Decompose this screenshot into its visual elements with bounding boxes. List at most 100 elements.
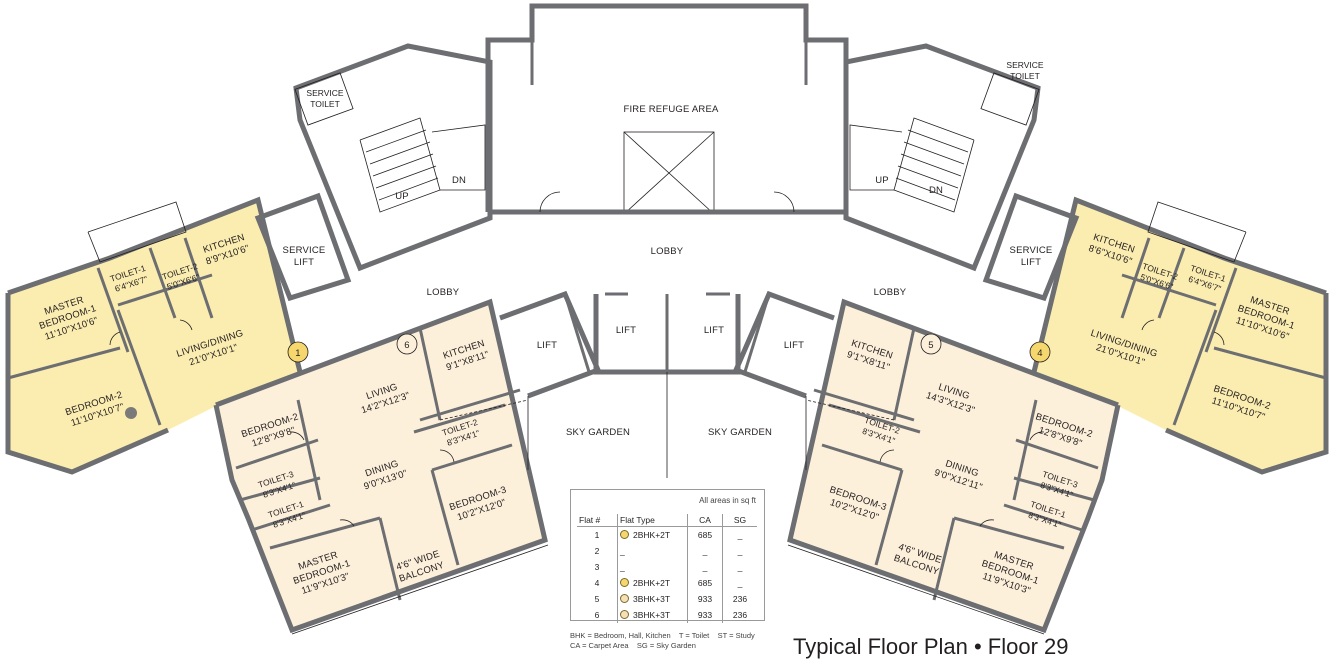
legend-carpet-area: _ (687, 559, 723, 575)
legend-flat-type: 3BHK+3T (617, 607, 688, 623)
flat-6-walls (213, 298, 548, 634)
right-stair-tread-2 (903, 141, 965, 165)
sky-garden-left-label: SKY GARDEN (566, 427, 630, 438)
flat-6-partition-b (235, 438, 319, 470)
right-stair-tread-5 (895, 177, 956, 201)
flat-1-partition-b (116, 309, 162, 426)
flat-5-partition-k (813, 388, 915, 422)
legend-flat-number-text: 3 (594, 562, 600, 572)
legend-flat-number-text: 1 (594, 530, 600, 540)
service-lift-left-l1: SERVICE (283, 245, 326, 256)
service-toilet-left-l1: SERVICE (306, 88, 343, 98)
flat-type-dot-icon (620, 594, 629, 603)
flat-5-walls (787, 298, 1121, 634)
flat-5-number: 5 (928, 340, 933, 351)
right-service-lift (982, 192, 1080, 302)
right-stair-tread-3 (900, 153, 962, 177)
legend-sky-garden: _ (722, 559, 757, 575)
door-arc-12 (879, 449, 895, 463)
right-stair-block (843, 43, 1041, 272)
flat-1-partition-a (7, 346, 121, 380)
flat-5-partition-h (828, 403, 921, 434)
legend-flat-number: 6 (577, 607, 618, 623)
flat-6-partition-k (419, 388, 521, 422)
legend-carpet-area: 685 (687, 575, 723, 591)
legend-sky-garden-text: _ (737, 578, 743, 588)
refuge-walls (485, 3, 849, 212)
legend-flat-number-text: 6 (594, 610, 600, 620)
legend-sky-garden: 236 (722, 607, 757, 623)
lift-block-right (732, 290, 835, 399)
legend-header-ca: CA (687, 514, 723, 527)
abbreviation-line-2: CA = Carpet Area SG = Sky Garden (570, 641, 696, 650)
legend-carpet-area-text: 933 (697, 610, 713, 620)
flat-1-shaft (87, 201, 187, 263)
flat-4-number: 4 (1037, 348, 1042, 359)
flat-4-walls (1031, 196, 1327, 373)
floor-plan-caption: Typical Floor Plan • Floor 29 (793, 634, 1069, 659)
legend-row: 4 2BHK+2T 685 _ (577, 575, 757, 591)
legend-carpet-area-text: 685 (697, 530, 713, 540)
flat-6-partition-i (431, 443, 513, 472)
flat-1-number: 1 (295, 348, 300, 359)
flat-1-number-circle (287, 341, 309, 363)
flat-6-partition-f (269, 516, 381, 550)
legend-flat-number-text: 4 (594, 578, 600, 588)
flat-4-partition-a (1213, 346, 1327, 380)
flat-4-number-circle (1029, 341, 1051, 363)
flat-5-partition-d (1013, 476, 1095, 502)
legend-carpet-area-text: _ (702, 562, 708, 572)
legend-header-type: Flat Type (617, 514, 688, 527)
legend-flat-type: _ (617, 543, 688, 559)
legend-flat-number: 2 (577, 543, 618, 559)
legend-flat-number: 5 (577, 591, 618, 607)
door-arc-10 (979, 519, 995, 527)
legend-header-flat: Flat # (577, 514, 618, 527)
legend-carpet-area: 685 (687, 526, 723, 543)
legend-flat-number-text: 5 (594, 594, 600, 604)
door-arc-8 (1029, 431, 1045, 441)
left-stair-treads-2 (431, 124, 486, 191)
location-marker-dot (125, 407, 137, 419)
legend-row: 6 3BHK+3T 933 236 (577, 607, 757, 623)
flat-5-partition-j (874, 469, 904, 566)
flat-4-shaft (1147, 201, 1247, 263)
legend-flat-number-text: 2 (594, 546, 600, 556)
flat-4-partition-d (1157, 247, 1186, 319)
stair-left-dn: DN (452, 175, 466, 186)
lift-label-3: LIFT (704, 325, 724, 336)
flat-1-partition-c (96, 267, 130, 353)
legend-flat-type: _ (617, 559, 688, 575)
flat-4-partition-c (1204, 267, 1238, 353)
refuge-shaft-x2 (623, 131, 715, 215)
legend-carpet-area: 933 (687, 607, 723, 623)
legend-sky-garden: 236 (722, 591, 757, 607)
right-stair-treads-2 (849, 124, 903, 191)
flat-5-area (790, 302, 1118, 630)
left-service-toilet-box (294, 72, 354, 126)
stair-right-dn: DN (929, 185, 943, 196)
right-stair-tread-1 (907, 129, 969, 153)
flat-1-lower-wall (5, 293, 170, 475)
legend-sky-garden-text: 236 (732, 594, 748, 604)
legend-sky-garden-text: 236 (732, 610, 748, 620)
legend-flat-type-text: 2BHK+2T (633, 578, 671, 588)
stair-left-up: UP (395, 191, 409, 202)
flat-type-dot-icon (620, 530, 629, 539)
flat-5-partition-i (821, 443, 903, 472)
lift-label-4: LIFT (784, 340, 804, 351)
left-stair-tread-5 (378, 177, 439, 201)
legend-sky-garden-text: _ (737, 562, 743, 572)
door-arc-9 (339, 519, 355, 527)
door-arc-2 (773, 191, 795, 213)
flat-6-partition-h (413, 403, 506, 434)
flat-6-partition-a (418, 327, 442, 421)
flat-5-partition-c (1012, 399, 1038, 501)
flat-6-partition-d (239, 476, 321, 502)
flat-5-partition-a (892, 327, 916, 421)
flat-5-partition-f (953, 516, 1065, 550)
right-service-toilet-box (980, 72, 1040, 126)
